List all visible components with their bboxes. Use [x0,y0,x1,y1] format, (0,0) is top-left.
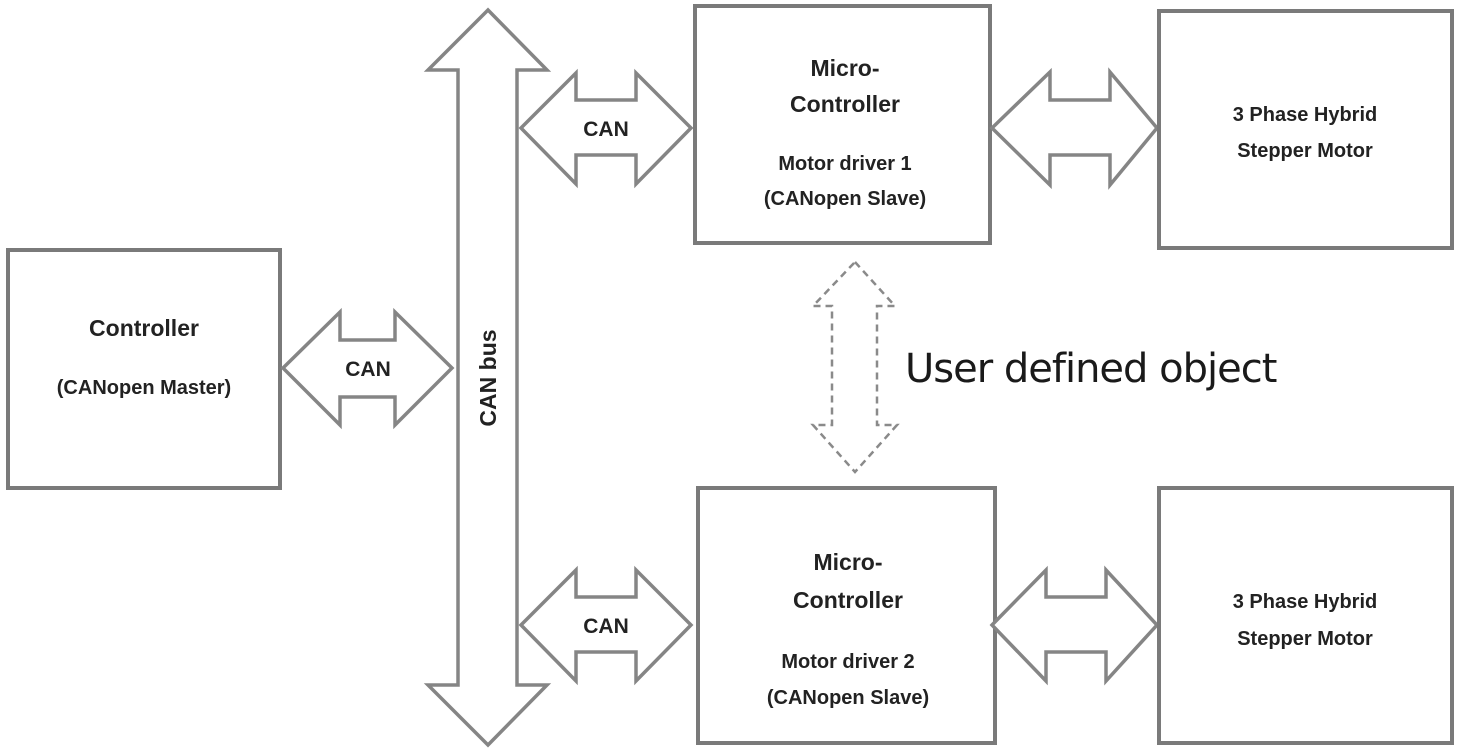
can-bus: CAN bus [423,7,552,748]
mc2-node: Micro- Controller Motor driver 2 (CANope… [696,486,997,745]
mc2-line-1: Micro- [814,549,883,575]
controller-subtitle: (CANopen Master) [57,377,231,399]
mc2-line-2: Controller [793,587,903,613]
mc2-line-4: (CANopen Slave) [767,687,929,709]
mc1-node: Micro- Controller Motor driver 1 (CANope… [693,4,992,245]
bus-mc2-label: CAN [583,615,629,638]
mc1-box [693,4,992,245]
motor1-node: 3 Phase Hybrid Stepper Motor [1157,9,1454,250]
motor2-line-2: Stepper Motor [1237,628,1373,650]
motor1-line-2: Stepper Motor [1237,140,1373,162]
dashed-double-arrow-vertical-icon [810,260,900,474]
bus-mc2-link: CAN [518,565,694,686]
controller-bus-label: CAN [345,358,391,381]
mc2-box [696,486,997,745]
mc1-line-4: (CANopen Slave) [764,188,926,210]
motor2-node: 3 Phase Hybrid Stepper Motor [1157,486,1454,745]
double-arrow-horizontal-icon [989,565,1160,686]
double-arrow-horizontal-icon [280,307,455,430]
mc1-line-3: Motor driver 1 [778,153,911,175]
controller-node: Controller (CANopen Master) [6,248,282,490]
controller-box [6,248,282,490]
mc1-mc2-link: User defined object [810,260,1278,474]
motor1-line-1: 3 Phase Hybrid [1233,104,1378,126]
can-bus-label: CAN bus [475,329,501,426]
bus-mc1-label: CAN [583,118,629,141]
double-arrow-horizontal-icon [518,565,694,686]
controller-bus-link: CAN [280,307,455,430]
double-arrow-vertical-icon [423,7,552,748]
double-arrow-horizontal-icon [989,67,1160,190]
user-defined-object-label: User defined object [905,346,1277,392]
mc2-line-3: Motor driver 2 [781,651,914,673]
double-arrow-horizontal-icon [518,68,694,189]
controller-title: Controller [89,315,199,341]
motor2-box [1157,486,1454,745]
mc1-line-2: Controller [790,91,900,117]
mc1-line-1: Micro- [811,55,880,81]
mc1-motor1-link [989,67,1160,190]
motor1-box [1157,9,1454,250]
motor2-line-1: 3 Phase Hybrid [1233,591,1378,613]
mc2-motor2-link [989,565,1160,686]
bus-mc1-link: CAN [518,68,694,189]
